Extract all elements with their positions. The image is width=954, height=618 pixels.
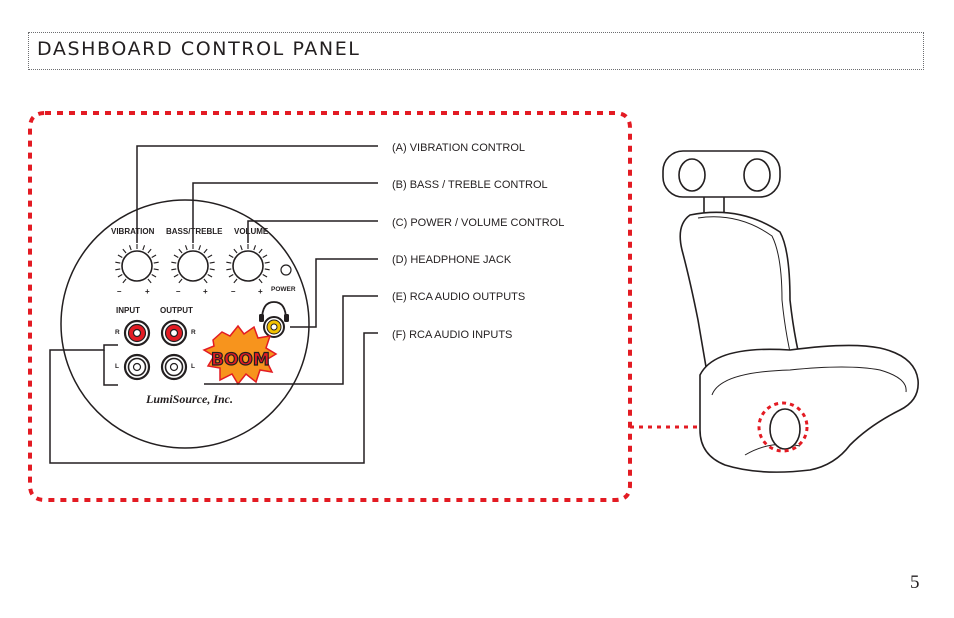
volume-label: VOLUME [234,227,269,236]
power-led [280,264,292,276]
headphone-icon [261,301,287,321]
headphone-icon-left [259,314,264,322]
callout-e: (E) RCA AUDIO OUTPUTS [392,291,525,303]
leader-vibration [136,145,378,243]
brand-logo: LumiSource, Inc. [145,392,233,406]
leader-rca-outputs [204,295,378,385]
rca-input-left[interactable] [123,353,151,381]
input-l-label: L [115,363,119,370]
leader-volume [247,220,378,243]
boom-logo-burst [202,324,278,386]
callout-f: (F) RCA AUDIO INPUTS [392,329,512,341]
power-label: POWER [271,286,296,293]
volume-plus: + [258,287,263,296]
chair-seat [699,344,919,473]
input-r-label: R [115,329,120,336]
callout-d: (D) HEADPHONE JACK [392,254,512,266]
leader-bass-treble [192,182,378,243]
page-title: DASHBOARD CONTROL PANEL [37,38,361,60]
callout-b: (B) BASS / TREBLE CONTROL [392,179,548,191]
vibration-label: VIBRATION [111,227,155,236]
page-number: 5 [910,572,920,593]
output-r-label: R [191,329,196,336]
bass-treble-label: BASS/TREBLE [166,227,223,236]
rca-output-left[interactable] [160,353,188,381]
rca-output-right[interactable] [160,319,188,347]
volume-minus: – [231,287,236,296]
bass-treble-minus: – [176,287,181,296]
bass-treble-plus: + [203,287,208,296]
leader-rca-inputs-bracket [103,350,118,386]
chair-panel-highlight [757,401,809,453]
callout-c: (C) POWER / VOLUME CONTROL [392,217,564,229]
boom-logo-text: BOOM [211,350,270,370]
leader-headphone [290,258,378,328]
section-header: DASHBOARD CONTROL PANEL [28,32,924,70]
callout-a: (A) VIBRATION CONTROL [392,142,525,154]
vibration-plus: + [145,287,150,296]
output-label: OUTPUT [160,306,193,315]
headphone-icon-right [284,314,289,322]
rca-input-right[interactable] [123,319,151,347]
leader-rca-inputs [49,332,378,464]
gaming-chair-illustration [662,150,919,473]
output-l-label: L [191,363,195,370]
input-label: INPUT [116,306,140,315]
vibration-minus: – [117,287,122,296]
highlight-outline [28,111,632,502]
chair-control-panel [769,408,801,450]
